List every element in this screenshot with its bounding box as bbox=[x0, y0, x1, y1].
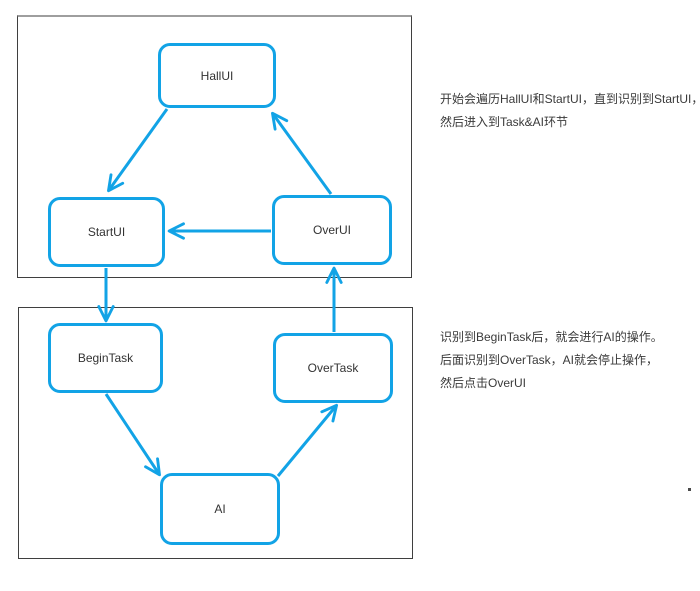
annotation-task-loop-line1: 识别到BeginTask后，就会进行AI的操作。 bbox=[440, 330, 663, 344]
node-begintask-label: BeginTask bbox=[77, 351, 134, 365]
node-hallui-label: HallUI bbox=[200, 68, 234, 83]
node-overtask-label: OverTask bbox=[307, 361, 359, 375]
node-ai-label: AI bbox=[214, 502, 226, 516]
node-overtask: OverTask bbox=[273, 333, 393, 403]
annotation-ui-loop-line1: 开始会遍历HallUI和StartUI，直到识别到StartUI， bbox=[440, 92, 700, 106]
annotation-ui-loop: 开始会遍历HallUI和StartUI，直到识别到StartUI， 然后进入到T… bbox=[440, 88, 700, 134]
annotation-ui-loop-line2: 然后进入到Task&AI环节 bbox=[440, 115, 569, 129]
node-startui: StartUI bbox=[48, 197, 165, 267]
stray-dot bbox=[688, 488, 691, 491]
node-begintask: BeginTask bbox=[48, 323, 163, 393]
annotation-task-loop: 识别到BeginTask后，就会进行AI的操作。 后面识别到OverTask，A… bbox=[440, 326, 663, 395]
node-startui-label: StartUI bbox=[87, 225, 126, 239]
annotation-task-loop-line3: 然后点击OverUI bbox=[440, 376, 527, 390]
node-ai: AI bbox=[160, 473, 280, 545]
node-hallui: HallUI bbox=[158, 43, 276, 108]
node-overui: OverUI bbox=[272, 195, 392, 265]
node-overui-label: OverUI bbox=[312, 223, 351, 237]
annotation-task-loop-line2: 后面识别到OverTask，AI就会停止操作， bbox=[440, 353, 659, 367]
